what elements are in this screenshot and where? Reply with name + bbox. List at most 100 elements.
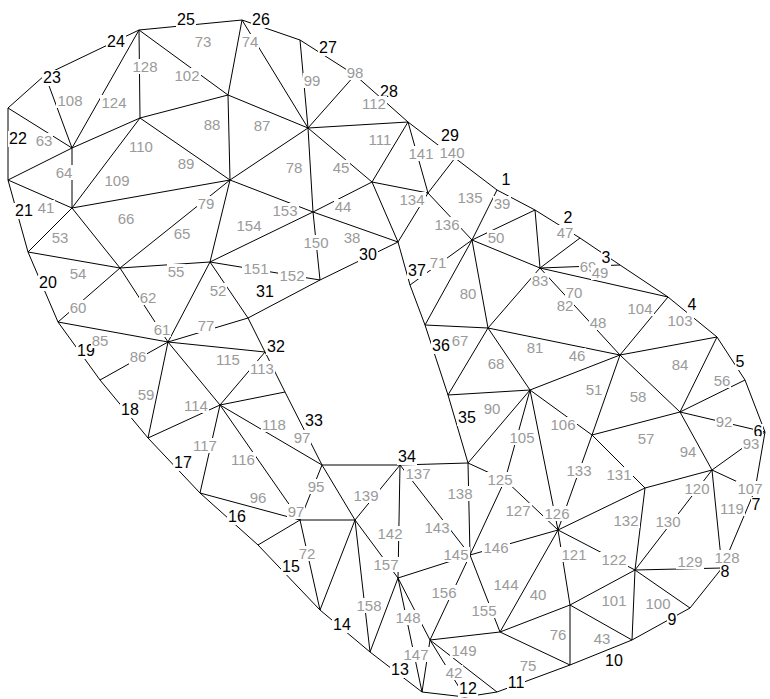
mesh-edge [258, 520, 300, 545]
element-number: 93 [742, 436, 761, 451]
element-number: 143 [423, 520, 450, 535]
element-number: 81 [526, 340, 545, 355]
element-number: 111 [368, 132, 393, 147]
mesh-edge [558, 530, 635, 570]
mesh-edge [220, 392, 285, 405]
node-number: 27 [318, 40, 338, 56]
mesh-edge [470, 530, 558, 555]
element-number: 78 [285, 160, 304, 175]
mesh-edge [425, 240, 472, 325]
element-number: 121 [560, 547, 587, 562]
element-number: 60 [69, 300, 88, 315]
node-number: 32 [266, 339, 286, 355]
node-number: 37 [407, 263, 427, 279]
element-number: 146 [482, 540, 509, 555]
element-number: 41 [37, 200, 56, 215]
element-number: 102 [173, 68, 200, 83]
element-number: 101 [600, 593, 627, 608]
element-number: 153 [271, 203, 298, 218]
mesh-edge [488, 328, 620, 355]
mesh-edge [372, 182, 398, 242]
element-number: 97 [287, 504, 306, 519]
mesh-edge [680, 412, 712, 470]
mesh-edge [470, 555, 500, 632]
element-number: 66 [117, 211, 136, 226]
node-number: 4 [687, 297, 698, 313]
node-number: 16 [227, 509, 247, 525]
node-number: 14 [332, 617, 352, 633]
element-number: 67 [451, 333, 470, 348]
element-number: 85 [91, 333, 110, 348]
element-number: 58 [629, 389, 648, 404]
element-number: 131 [605, 467, 632, 482]
element-number: 54 [69, 266, 88, 281]
node-number: 5 [735, 354, 746, 370]
element-number: 46 [568, 348, 587, 363]
element-number: 56 [713, 373, 732, 388]
element-number: 144 [492, 577, 519, 592]
element-number: 87 [253, 118, 272, 133]
node-number: 25 [176, 12, 196, 28]
element-number: 141 [407, 146, 434, 161]
mesh-edge [620, 337, 717, 355]
element-number: 59 [137, 387, 156, 402]
element-number: 118 [261, 417, 287, 432]
node-number: 24 [106, 34, 126, 50]
node-number: 31 [255, 284, 275, 300]
mesh-edge [120, 262, 210, 268]
element-number: 74 [241, 34, 260, 49]
element-number: 64 [55, 165, 74, 180]
element-number: 63 [35, 133, 54, 148]
element-number: 129 [676, 554, 703, 569]
element-number: 52 [209, 283, 228, 298]
mesh-edge [72, 208, 120, 268]
element-number: 148 [394, 610, 421, 625]
mesh-edge [680, 337, 717, 412]
mesh-edge [230, 128, 308, 180]
mesh-edge [58, 268, 120, 322]
mesh-edge [228, 95, 230, 180]
node-number: 23 [42, 70, 62, 86]
element-number: 90 [483, 401, 502, 416]
element-number: 84 [671, 357, 690, 372]
element-number: 116 [230, 452, 256, 467]
mesh-edge [120, 180, 230, 268]
mesh-edge [430, 555, 470, 640]
element-number: 49 [591, 265, 610, 280]
element-number: 134 [398, 192, 425, 207]
mesh-edge [139, 30, 140, 118]
element-number: 107 [736, 481, 763, 496]
element-number: 96 [249, 490, 268, 505]
element-number: 40 [529, 587, 548, 602]
outer-boundary [8, 20, 765, 697]
mesh-edge [635, 488, 645, 570]
element-number: 140 [438, 145, 465, 160]
element-number: 88 [203, 117, 222, 132]
mesh-edge [632, 570, 635, 640]
element-number: 100 [644, 596, 671, 611]
element-number: 124 [100, 95, 127, 110]
element-number: 97 [293, 430, 312, 445]
element-number: 95 [307, 479, 326, 494]
node-number: 20 [38, 275, 58, 291]
mesh-edge [140, 95, 228, 118]
element-number: 120 [683, 481, 710, 496]
element-number: 127 [504, 503, 531, 518]
mesh-edge [540, 238, 580, 268]
node-number: 17 [173, 455, 193, 471]
mesh-edge [72, 30, 139, 148]
mesh-edge [322, 465, 355, 520]
element-number: 147 [402, 647, 429, 662]
element-number: 154 [235, 218, 262, 233]
element-number: 130 [654, 514, 681, 529]
mesh-edge [472, 240, 488, 328]
element-number: 92 [715, 414, 734, 429]
element-number: 138 [446, 486, 473, 501]
element-number: 51 [585, 382, 604, 397]
element-number: 109 [103, 173, 130, 188]
element-number: 158 [355, 598, 382, 613]
element-number: 65 [173, 226, 192, 241]
mesh-edge [468, 390, 530, 463]
mesh-edge [300, 520, 320, 610]
